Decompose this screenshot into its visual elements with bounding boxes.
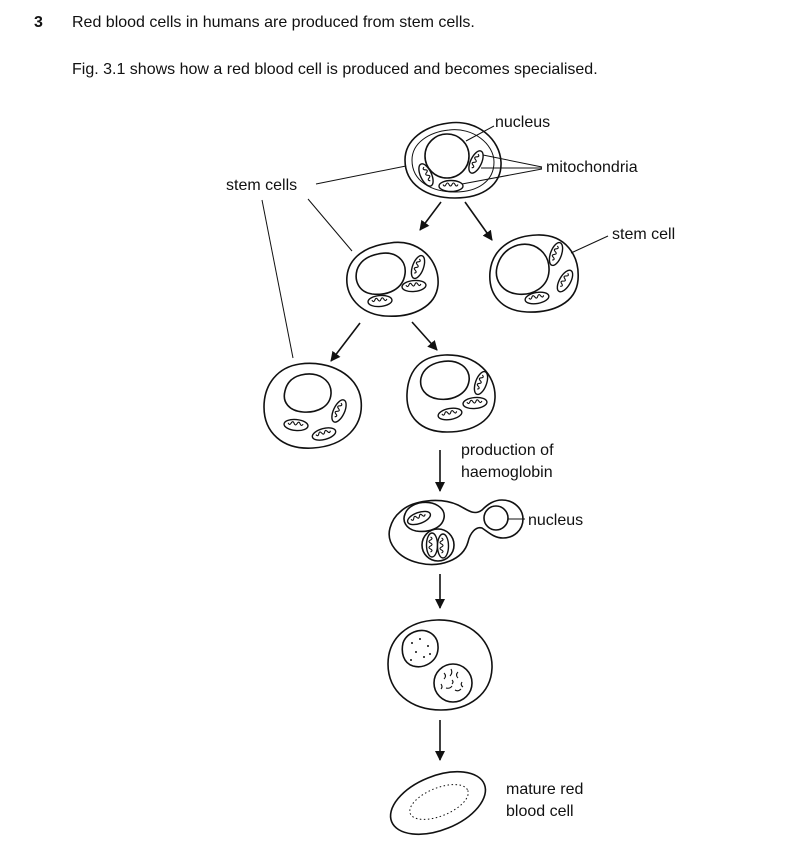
stem-cell-top [404,121,502,199]
leader-lines [261,125,609,520]
cell-expelling-nucleus [388,499,524,566]
stem-cell-lower-right [406,354,496,433]
stem-cell-lower-left [263,362,363,449]
label-nucleus-top: nucleus [495,114,550,131]
arrow-a-to-c [464,201,493,241]
label-stem-cell: stem cell [612,226,675,243]
question-number: 3 [34,14,43,31]
question-stem: Red blood cells in humans are produced f… [72,14,475,31]
label-stem-cells: stem cells [226,177,297,194]
label-production-line2: haemoglobin [461,464,553,481]
arrow-b-to-e [411,321,438,351]
figure-caption: Fig. 3.1 shows how a red blood cell is p… [72,61,598,78]
arrow-b-to-d [330,322,361,362]
label-mitochondria: mitochondria [546,159,638,176]
arrow-a-to-b [419,201,442,231]
mature-red-blood-cell [389,770,487,836]
label-production-line1: production of [461,442,554,459]
label-nucleus-lower: nucleus [528,512,583,529]
label-mature-line2: blood cell [506,803,574,820]
cell-without-nucleus [387,619,493,711]
stem-cell-middle-right [489,234,579,313]
stem-cell-middle-left [346,241,439,317]
label-mature-line1: mature red [506,781,583,798]
